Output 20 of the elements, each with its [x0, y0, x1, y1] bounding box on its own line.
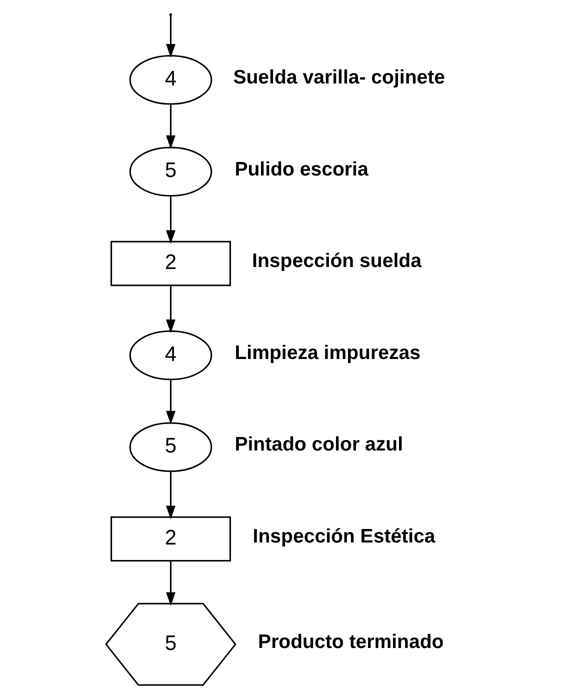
- node-label: Inspección suelda: [252, 250, 422, 272]
- arrow: [166, 196, 176, 244]
- node-ellipse: 5: [129, 422, 212, 472]
- arrow: [166, 286, 176, 334]
- arrow: [166, 561, 176, 606]
- node-box: 2: [110, 240, 231, 286]
- node-label: Suelda varilla- cojinete: [233, 66, 446, 88]
- node-box: 2: [110, 516, 231, 562]
- arrow: [166, 472, 176, 520]
- node-label: Pulido escoria: [234, 158, 368, 180]
- arrow: [166, 380, 176, 424]
- node-ellipse: 5: [129, 146, 212, 197]
- node-ellipse: 4: [129, 54, 212, 105]
- node-label: Inspección Estética: [252, 526, 436, 548]
- node-label: Limpieza impurezas: [234, 342, 420, 364]
- arrow: [166, 15, 176, 58]
- node-label: Pintado color azul: [234, 434, 404, 456]
- node-label: Producto terminado: [258, 630, 444, 653]
- arrow: [166, 104, 176, 149]
- node-ellipse: 4: [129, 330, 212, 380]
